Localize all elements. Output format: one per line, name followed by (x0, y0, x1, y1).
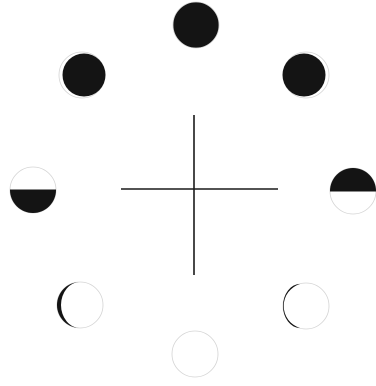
disc-right (330, 168, 376, 214)
disc-upper-right (283, 52, 330, 98)
disc-upper-left (59, 52, 106, 98)
disc-lower-right (283, 283, 329, 329)
disc-left (10, 167, 56, 213)
crosshair (121, 115, 278, 275)
disc-bottom (172, 331, 218, 377)
disc-top (173, 2, 219, 48)
disc-lower-left (57, 282, 103, 328)
